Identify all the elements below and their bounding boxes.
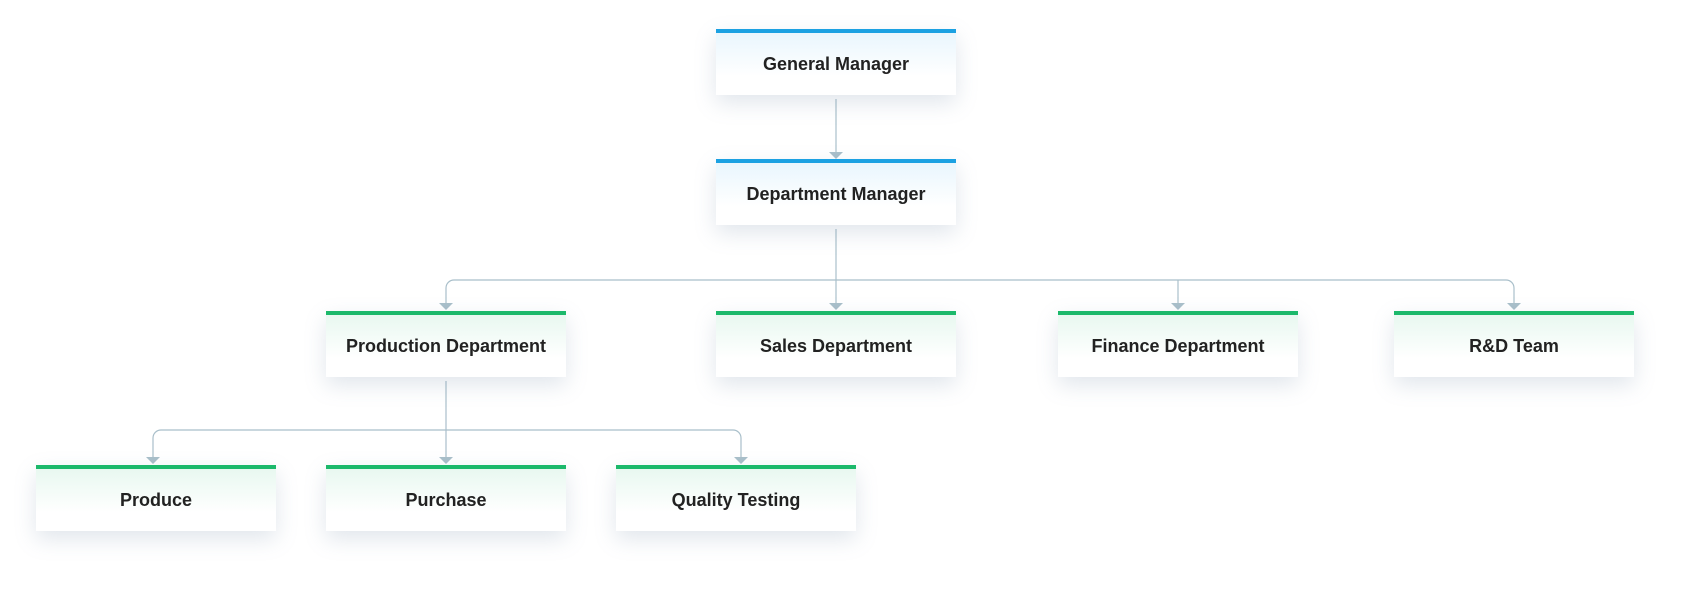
arrowhead-rd — [1507, 303, 1521, 310]
connector-production-bus — [161, 429, 742, 458]
node-label: Production Department — [345, 335, 546, 356]
node-quality-testing[interactable]: Quality Testing — [616, 465, 856, 531]
node-label: Department Manager — [746, 183, 926, 204]
node-label: Produce — [119, 489, 193, 510]
arrowhead-purchase — [439, 457, 453, 464]
node-general-manager[interactable]: General Manager — [716, 29, 956, 95]
node-department-manager[interactable]: Department Manager — [716, 159, 956, 225]
arrowhead-finance — [1171, 303, 1185, 310]
node-label: R&D Team — [1469, 335, 1559, 356]
arrowhead-production — [439, 303, 453, 310]
node-label: Quality Testing — [671, 489, 801, 510]
arrowhead-quality — [734, 457, 748, 464]
connector-production-to-produce — [152, 429, 162, 458]
connector-dm-bus — [454, 279, 1515, 289]
node-sales-department[interactable]: Sales Department — [716, 311, 956, 377]
node-label: Finance Department — [1091, 335, 1265, 356]
node-produce[interactable]: Produce — [36, 465, 276, 531]
node-purchase[interactable]: Purchase — [326, 465, 566, 531]
node-finance-department[interactable]: Finance Department — [1058, 311, 1298, 377]
arrowhead-sales — [829, 303, 843, 310]
arrowhead-dm — [829, 152, 843, 159]
node-label: General Manager — [762, 53, 910, 74]
node-rd-team[interactable]: R&D Team — [1394, 311, 1634, 377]
arrowhead-produce — [146, 457, 160, 464]
node-production-department[interactable]: Production Department — [326, 311, 566, 377]
node-label: Purchase — [405, 489, 487, 510]
node-label: Sales Department — [759, 335, 913, 356]
connector-dm-to-production — [445, 279, 455, 304]
